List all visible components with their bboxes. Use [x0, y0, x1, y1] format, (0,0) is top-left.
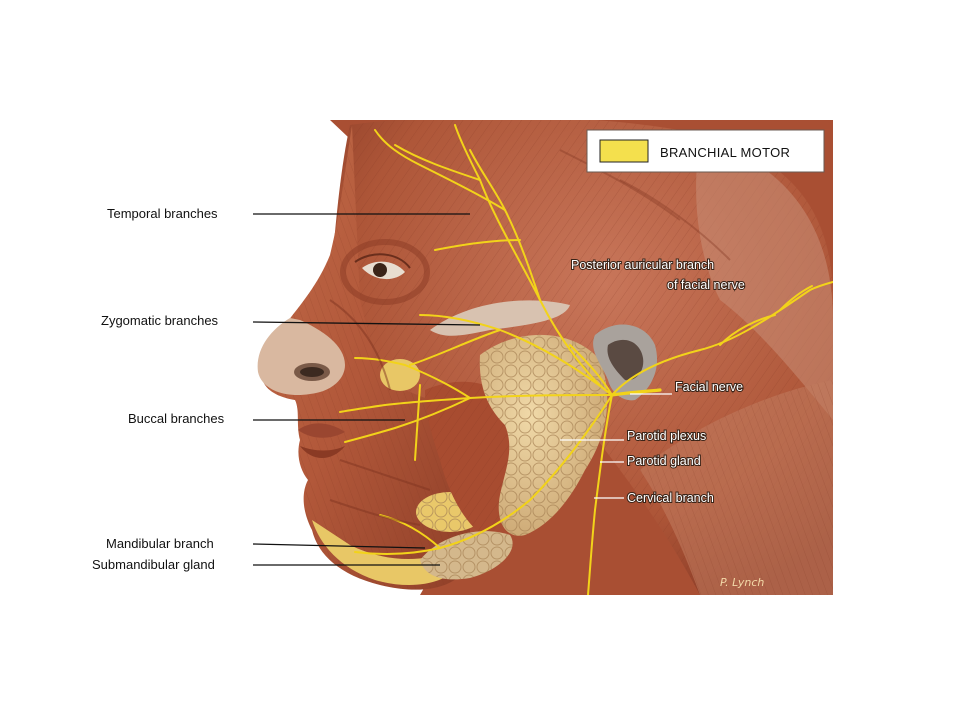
head-illustration	[257, 120, 833, 595]
label-zygomatic-branches: Zygomatic branches	[101, 313, 219, 328]
artist-signature: P. Lynch	[720, 576, 764, 589]
legend-label: BRANCHIAL MOTOR	[660, 145, 790, 160]
legend-swatch	[599, 139, 649, 163]
label-parotid-gland: Parotid gland	[627, 454, 701, 468]
right-labels: Posterior auricular branch of facial ner…	[560, 257, 764, 589]
label-posterior-auricular-1: Posterior auricular branch	[571, 258, 714, 272]
left-labels: Temporal branches Zygomatic branches Buc…	[92, 206, 481, 572]
facial-nerve-branches	[339, 124, 833, 595]
label-facial-nerve: Facial nerve	[675, 380, 743, 394]
label-posterior-auricular-2: of facial nerve	[667, 278, 745, 292]
leader-mandibular	[252, 543, 426, 549]
label-submandibular-gland: Submandibular gland	[92, 557, 215, 572]
legend: BRANCHIAL MOTOR	[586, 129, 825, 173]
label-parotid-plexus: Parotid plexus	[627, 429, 706, 443]
label-cervical-branch: Cervical branch	[627, 491, 714, 505]
leader-zygomatic	[252, 321, 481, 326]
label-temporal-branches: Temporal branches	[107, 206, 218, 221]
label-buccal-branches: Buccal branches	[128, 411, 225, 426]
label-mandibular-branch: Mandibular branch	[106, 536, 214, 551]
